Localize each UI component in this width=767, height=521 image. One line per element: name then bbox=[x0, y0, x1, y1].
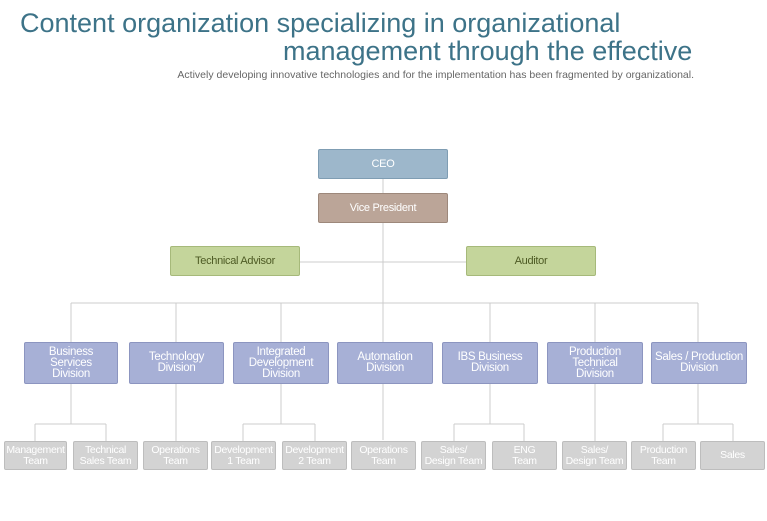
team-label-line: Sales/ bbox=[580, 443, 609, 456]
ceo-box: CEO bbox=[318, 149, 448, 179]
team-label-line: Team bbox=[651, 454, 676, 467]
technical-advisor-box: Technical Advisor bbox=[170, 246, 300, 276]
team-label-line: Development bbox=[214, 443, 273, 456]
team-label-line: Management bbox=[6, 443, 65, 456]
division-label-line: Division bbox=[576, 367, 614, 380]
team-label-line: Sales bbox=[720, 449, 745, 461]
team-label-line: Team bbox=[371, 454, 396, 467]
team-label-line: ENG bbox=[513, 443, 536, 456]
team-label-line: Team bbox=[163, 454, 188, 467]
division-label-line: Development bbox=[248, 356, 314, 369]
team-label-line: Design Team bbox=[424, 454, 483, 467]
division-label-line: IBS Business bbox=[457, 351, 523, 363]
division-label-line: Business Services bbox=[48, 345, 94, 369]
team-label-line: Development bbox=[285, 443, 344, 456]
division-label-line: Automation bbox=[357, 351, 413, 363]
vice-president-box: Vice President bbox=[318, 193, 448, 223]
team-label-line: 1 Team bbox=[227, 454, 260, 467]
team-label-line: Operations bbox=[359, 443, 408, 456]
team-label-line: Team bbox=[512, 454, 537, 467]
team-sales-design-ibs: Sales/Design Team bbox=[421, 441, 486, 470]
division-label-line: Division bbox=[366, 362, 404, 374]
division-label-line: Production bbox=[569, 345, 621, 358]
team-label-line: Technical bbox=[84, 443, 127, 456]
team-label-line: Sales Team bbox=[79, 454, 132, 467]
team-label-line: Operations bbox=[151, 443, 200, 456]
division-label-line: Technology bbox=[148, 351, 205, 363]
auditor-box: Auditor bbox=[466, 246, 596, 276]
division-label-line: Division bbox=[471, 362, 509, 374]
team-sales: Sales bbox=[700, 441, 765, 470]
page-title-line-2: management through the effective bbox=[283, 36, 693, 66]
division-label-line: Technical bbox=[572, 356, 618, 369]
division-label-line: Integrated bbox=[256, 345, 306, 358]
team-label-line: Team bbox=[23, 454, 48, 467]
page-title-line-1: Content organization specializing in org… bbox=[20, 8, 621, 38]
page-subtitle: Actively developing innovative technolog… bbox=[177, 69, 694, 81]
division-label-line: Division bbox=[262, 367, 300, 380]
team-label-line: 2 Team bbox=[298, 454, 331, 467]
division-label-line: Division bbox=[157, 362, 196, 374]
team-label-line: Sales/ bbox=[439, 443, 468, 456]
division-label-line: Sales / Production bbox=[655, 351, 743, 363]
division-label-line: Division bbox=[52, 367, 90, 380]
division-label-line: Division bbox=[680, 362, 718, 374]
team-label-line: Design Team bbox=[565, 454, 624, 467]
team-label-line: Production bbox=[639, 443, 688, 456]
team-sales-design-production: Sales/Design Team bbox=[562, 441, 627, 470]
